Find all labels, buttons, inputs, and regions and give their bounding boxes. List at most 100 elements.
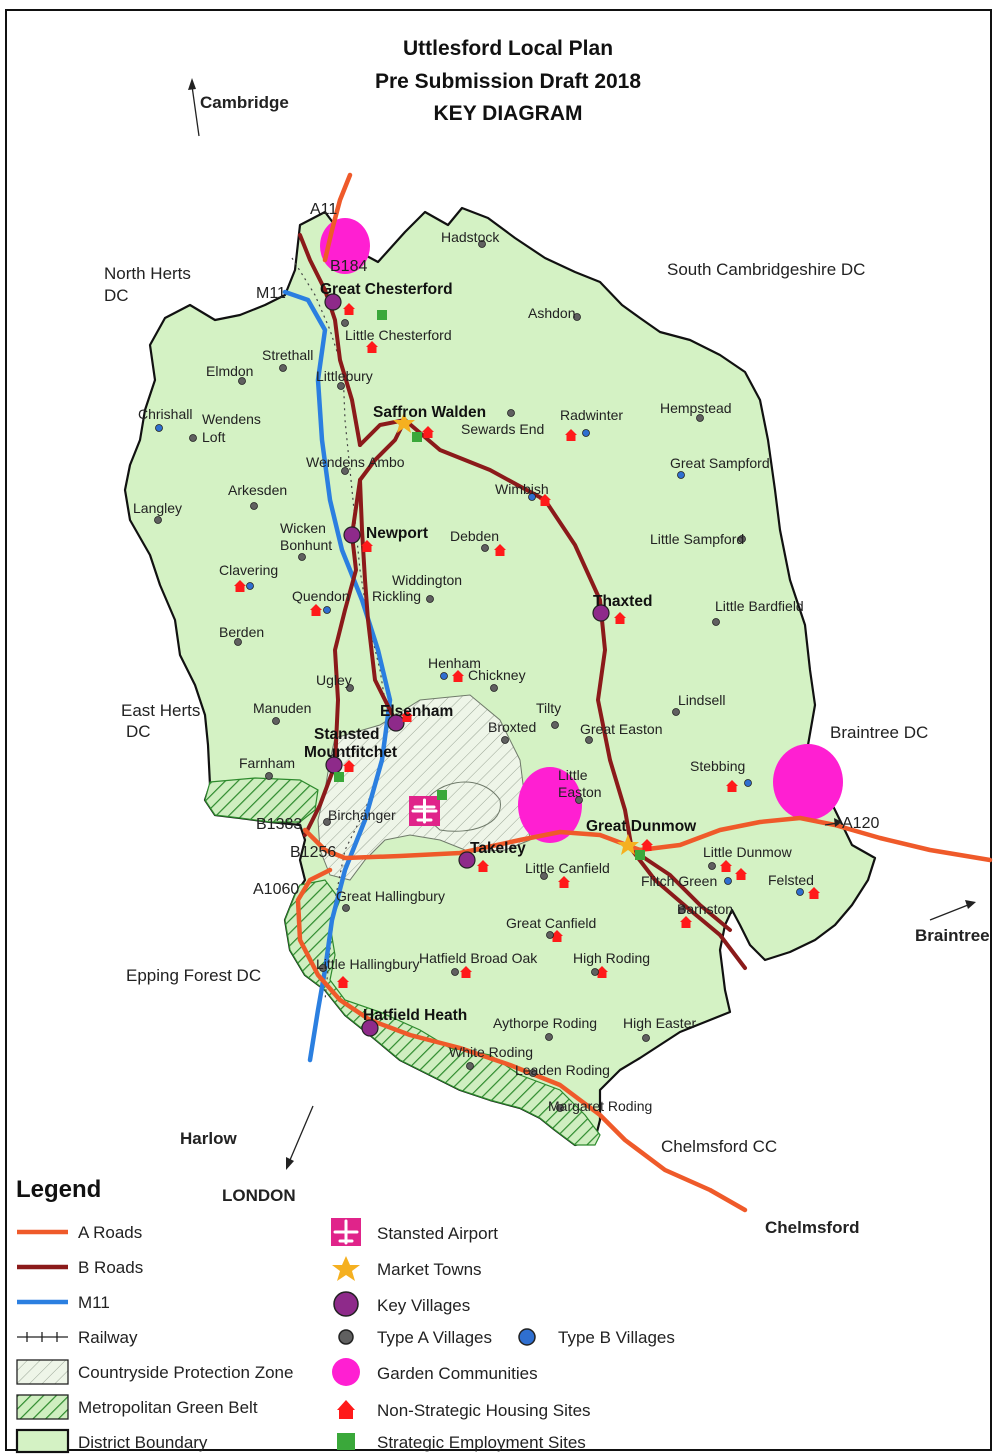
legend-key-village-icon: [333, 1291, 359, 1317]
label-aythorpe-roding: Aythorpe Roding: [493, 1015, 597, 1031]
epping-label: Epping Forest DC: [126, 966, 261, 985]
label-hatfield-heath: Hatfield Heath: [363, 1007, 467, 1024]
label-little-bardfield: Little Bardfield: [715, 598, 804, 614]
green-belt-south: [284, 879, 601, 1146]
svg-text:KEY DIAGRAM: KEY DIAGRAM: [434, 102, 583, 125]
label-quendon: Quendon: [292, 588, 350, 604]
label-stebbing: Stebbing: [690, 758, 745, 774]
legend-b-roads: B Roads: [78, 1258, 143, 1277]
legend-title: Legend: [16, 1176, 101, 1203]
label-wendens-loft-2: Loft: [202, 429, 225, 445]
legend-railway-swatch: [17, 1332, 68, 1342]
label-widdington: Widdington: [392, 572, 462, 588]
legend: Legend A Roads B Roads M11 Railway Count…: [15, 1176, 675, 1454]
label-little-canfield: Little Canfield: [525, 860, 610, 876]
label-rickling: Rickling: [372, 588, 421, 604]
green-belt-north: [204, 777, 319, 823]
label-strethall: Strethall: [262, 347, 313, 363]
airport-boundary: [419, 781, 501, 832]
label-thaxted: Thaxted: [593, 593, 652, 610]
legend-countryside: Countryside Protection Zone: [78, 1363, 293, 1382]
label-barnston: Barnston: [677, 901, 733, 917]
label-leaden-roding: Leaden Roding: [515, 1062, 610, 1078]
label-felsted: Felsted: [768, 872, 814, 888]
map-title: Uttlesford Local Plan Pre Submission Dra…: [375, 37, 641, 125]
label-henham: Henham: [428, 655, 481, 671]
direction-arrows: [188, 78, 976, 1170]
label-little-easton-2: Easton: [558, 784, 602, 800]
legend-green-belt: Metropolitan Green Belt: [78, 1398, 258, 1417]
map-frame: [5, 9, 992, 1451]
label-takeley: Takeley: [470, 840, 526, 857]
svg-text:Uttlesford Local Plan: Uttlesford Local Plan: [403, 37, 613, 60]
label-little-hallingbury: Little Hallingbury: [316, 956, 420, 972]
label-white-roding: White Roding: [449, 1044, 533, 1060]
label-wicken-bonhunt: Wicken: [280, 520, 326, 536]
label-high-roding: High Roding: [573, 950, 650, 966]
key-village-markers: [324, 293, 610, 1037]
legend-district: District Boundary: [78, 1433, 208, 1452]
harlow-label: Harlow: [180, 1129, 237, 1148]
label-little-easton: Little: [558, 767, 588, 783]
label-farnham: Farnham: [239, 755, 295, 771]
label-sewards-end: Sewards End: [461, 421, 544, 437]
london-label: LONDON: [222, 1186, 296, 1205]
legend-key-villages: Key Villages: [377, 1296, 470, 1315]
label-debden: Debden: [450, 528, 499, 544]
label-chrishall: Chrishall: [138, 406, 192, 422]
label-margaret-roding: Margaret Roding: [548, 1098, 652, 1114]
label-manuden: Manuden: [253, 700, 311, 716]
garden-community-west-of-braintree: [773, 744, 843, 820]
label-saffron-walden: Saffron Walden: [373, 404, 486, 421]
label-little-sampford: Little Sampford: [650, 531, 744, 547]
label-great-chesterford: Great Chesterford: [320, 281, 453, 298]
label-elsenham: Elsenham: [380, 703, 453, 720]
legend-garden-icon: [332, 1358, 360, 1386]
m11-motorway: [282, 289, 393, 1063]
label-great-dunmow: Great Dunmow: [586, 818, 697, 835]
label-hadstock: Hadstock: [441, 229, 500, 245]
label-hatfield-broad-oak: Hatfield Broad Oak: [419, 950, 538, 966]
legend-a-roads: A Roads: [78, 1223, 142, 1242]
label-wendens-loft: Wendens: [202, 411, 261, 427]
label-birchanger: Birchanger: [328, 807, 396, 823]
north-herts-label-2: DC: [104, 286, 129, 305]
b184-label: B184: [330, 258, 367, 275]
b1256-label: B1256: [290, 844, 336, 861]
countryside-protection-zone: [317, 694, 531, 881]
legend-type-b-icon: [518, 1328, 536, 1346]
b1383-label: B1383: [256, 816, 302, 833]
label-radwinter: Radwinter: [560, 407, 623, 423]
label-great-easton: Great Easton: [580, 721, 663, 737]
north-herts-label: North Herts: [104, 264, 191, 283]
label-littlebury: Littlebury: [316, 368, 373, 384]
label-ashdon: Ashdon: [528, 305, 575, 321]
cambridge-label: Cambridge: [200, 93, 289, 112]
label-lindsell: Lindsell: [678, 692, 725, 708]
legend-m11: M11: [78, 1293, 110, 1312]
legend-employment-icon: [337, 1433, 355, 1450]
label-chickney: Chickney: [468, 667, 526, 683]
m11-label: M11: [256, 285, 286, 302]
legend-employment: Strategic Employment Sites: [377, 1433, 586, 1452]
label-high-easter: High Easter: [623, 1015, 696, 1031]
label-berden: Berden: [219, 624, 264, 640]
east-herts-label-2: DC: [126, 722, 151, 741]
legend-market-towns: Market Towns: [377, 1260, 482, 1279]
label-langley: Langley: [133, 500, 182, 516]
label-arkesden: Arkesden: [228, 482, 287, 498]
braintree-dc-label: Braintree DC: [830, 723, 928, 742]
label-ugley: Ugley: [316, 672, 352, 688]
legend-countryside-swatch: [16, 1359, 69, 1385]
a11-label: A11: [310, 201, 337, 218]
legend-garden: Garden Communities: [377, 1364, 538, 1383]
legend-railway: Railway: [78, 1328, 138, 1347]
chelmsford-label: Chelmsford: [765, 1218, 859, 1237]
garden-community-easton-park: [518, 767, 582, 843]
label-stansted: Stansted: [314, 726, 379, 743]
chelmsford-cc-label: Chelmsford CC: [661, 1137, 777, 1156]
a120-label: A120: [842, 815, 879, 832]
stansted-airport-symbol: [409, 796, 440, 826]
label-elmdon: Elmdon: [206, 363, 253, 379]
